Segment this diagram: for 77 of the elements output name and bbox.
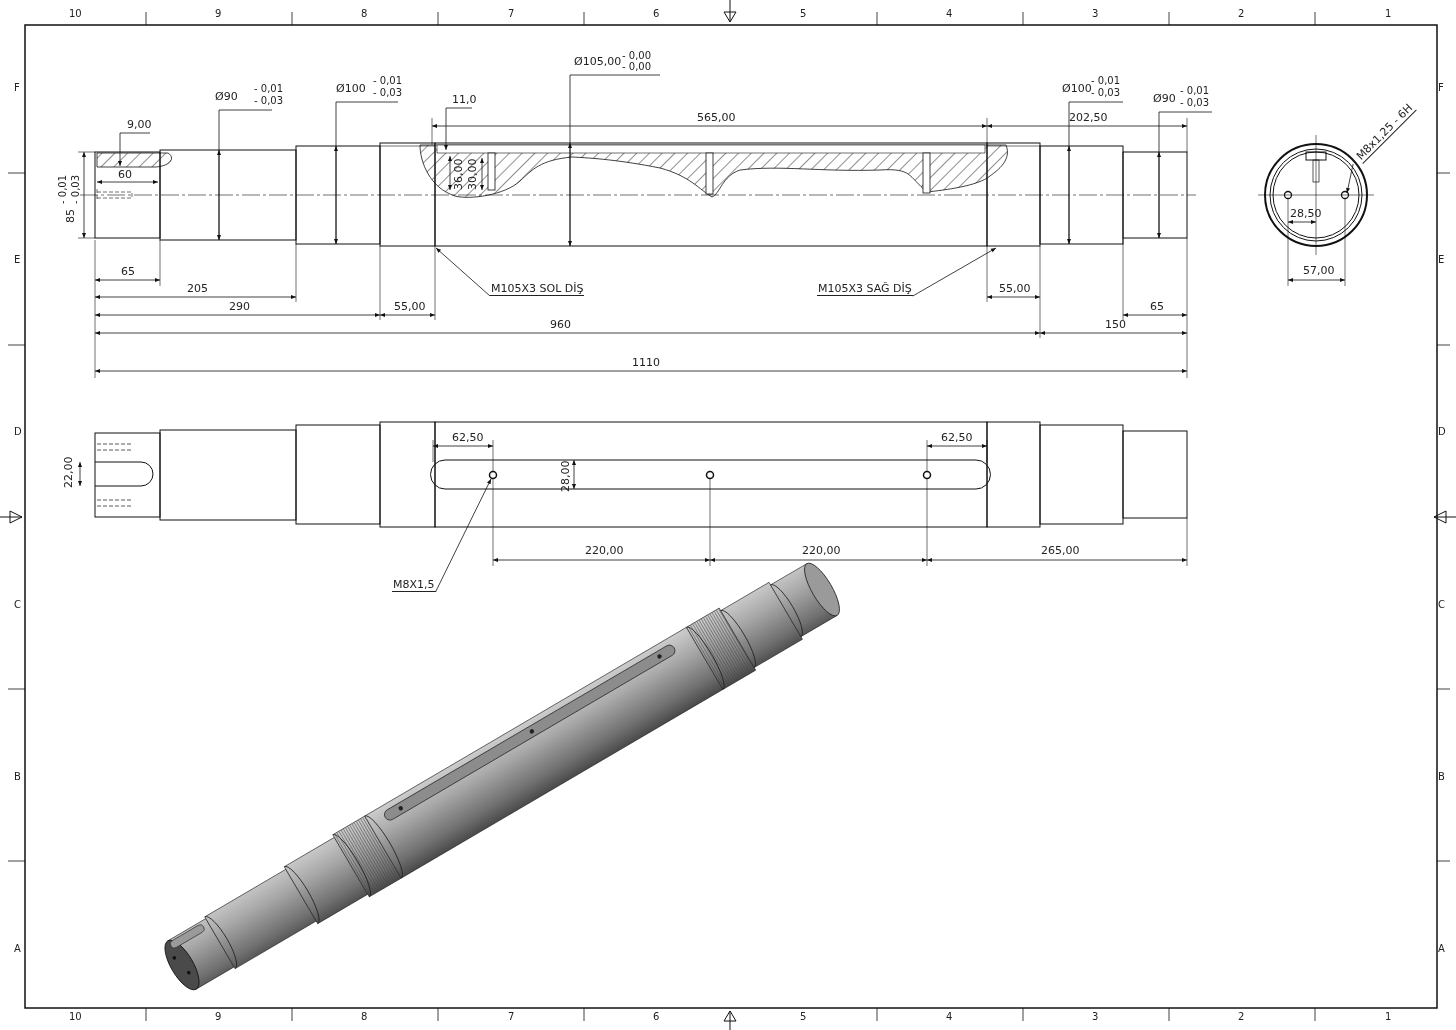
- diameter-value: Ø100: [1062, 82, 1092, 95]
- zone-number: 3: [1092, 1010, 1099, 1023]
- zone-letter: A: [1438, 942, 1445, 955]
- dimension-value: 9,00: [127, 118, 152, 131]
- dimension-value: 205: [187, 282, 208, 295]
- dimension-value: 55,00: [394, 300, 426, 313]
- zone-number: 4: [946, 1010, 953, 1023]
- zone-letter: D: [1438, 425, 1446, 438]
- zone-letter: F: [14, 81, 20, 94]
- zone-number: 8: [361, 7, 368, 20]
- dimension-value: 150: [1105, 318, 1126, 331]
- zone-letter: A: [14, 942, 21, 955]
- dimension-value: 1110: [632, 356, 660, 369]
- tolerance-value: - 0,00: [622, 50, 652, 61]
- tolerance-value: - 0,01: [373, 75, 403, 86]
- zone-number: 4: [946, 7, 953, 20]
- dimension-value: 62,50: [941, 431, 973, 444]
- tolerance-value: - 0,01: [1180, 85, 1210, 96]
- thread-callout: M105X3 SOL DİŞ: [490, 282, 585, 296]
- tolerance-value: - 0,01: [57, 174, 68, 204]
- zone-number: 8: [361, 1010, 368, 1023]
- tolerance-value: - 0,01: [254, 83, 284, 94]
- zone-letter: E: [1438, 253, 1445, 266]
- diameter-value: Ø90: [1153, 92, 1176, 105]
- dimension-value: 62,50: [452, 431, 484, 444]
- dimension-value: 28,50: [1290, 207, 1322, 220]
- zone-number: 7: [508, 1010, 515, 1023]
- dimension-value: 220,00: [802, 544, 841, 557]
- dimension-value: 290: [229, 300, 250, 313]
- zone-number: 2: [1238, 1010, 1245, 1023]
- dimension-value: 65: [1150, 300, 1164, 313]
- zone-number: 6: [653, 7, 660, 20]
- zone-letter: C: [1438, 598, 1445, 611]
- dimension-value: 28,00: [559, 460, 572, 492]
- zone-number: 7: [508, 7, 515, 20]
- dimension-value: 11,0: [452, 93, 477, 106]
- dimension-value: 55,00: [999, 282, 1031, 295]
- zone-letter: D: [14, 425, 22, 438]
- tolerance-value: - 0,03: [70, 174, 81, 204]
- dimension-value: 960: [550, 318, 571, 331]
- shaft-plan-view-drawing: [94, 421, 1188, 528]
- dimension-value: 30,00: [466, 158, 479, 190]
- zone-number: 1: [1385, 1010, 1392, 1023]
- dimension-value: 60: [118, 168, 132, 181]
- dimension-value: 85: [64, 209, 77, 223]
- zone-number: 9: [215, 7, 222, 20]
- tolerance-value: - 0,01: [1091, 75, 1121, 86]
- diameter-value: Ø100: [336, 82, 366, 95]
- tolerance-value: - 0,03: [1180, 97, 1210, 108]
- zone-number: 5: [800, 7, 807, 20]
- diameter-value: Ø90: [215, 90, 238, 103]
- zone-number: 5: [800, 1010, 807, 1023]
- zone-number: 3: [1092, 7, 1099, 20]
- zone-letter: C: [14, 598, 21, 611]
- zone-letter: E: [14, 253, 21, 266]
- tolerance-value: - 0,03: [373, 87, 403, 98]
- dimension-value: 22,00: [62, 456, 75, 488]
- dimension-value: 565,00: [697, 111, 736, 124]
- zone-number: 10: [69, 1010, 82, 1023]
- zone-letter: F: [1438, 81, 1444, 94]
- zone-letter: B: [14, 770, 21, 783]
- zone-number: 6: [653, 1010, 660, 1023]
- zone-number: 10: [69, 7, 82, 20]
- zone-number: 1: [1385, 7, 1392, 20]
- tolerance-value: - 0,03: [1091, 87, 1121, 98]
- shaft-section-view-drawing: [79, 142, 1197, 247]
- diameter-value: Ø105,00: [574, 55, 622, 68]
- zone-letter: B: [1438, 770, 1445, 783]
- dimension-value: 202,50: [1069, 111, 1108, 124]
- zone-number: 9: [215, 1010, 222, 1023]
- dimension-value: 65: [121, 265, 135, 278]
- dimension-value: 36,00: [452, 158, 465, 190]
- thread-callout: M105X3 SAĞ DİŞ: [817, 282, 913, 296]
- tolerance-value: - 0,00: [622, 61, 652, 72]
- zone-number: 2: [1238, 7, 1245, 20]
- dimension-value: 265,00: [1041, 544, 1080, 557]
- thread-callout: M8X1,5: [392, 578, 436, 592]
